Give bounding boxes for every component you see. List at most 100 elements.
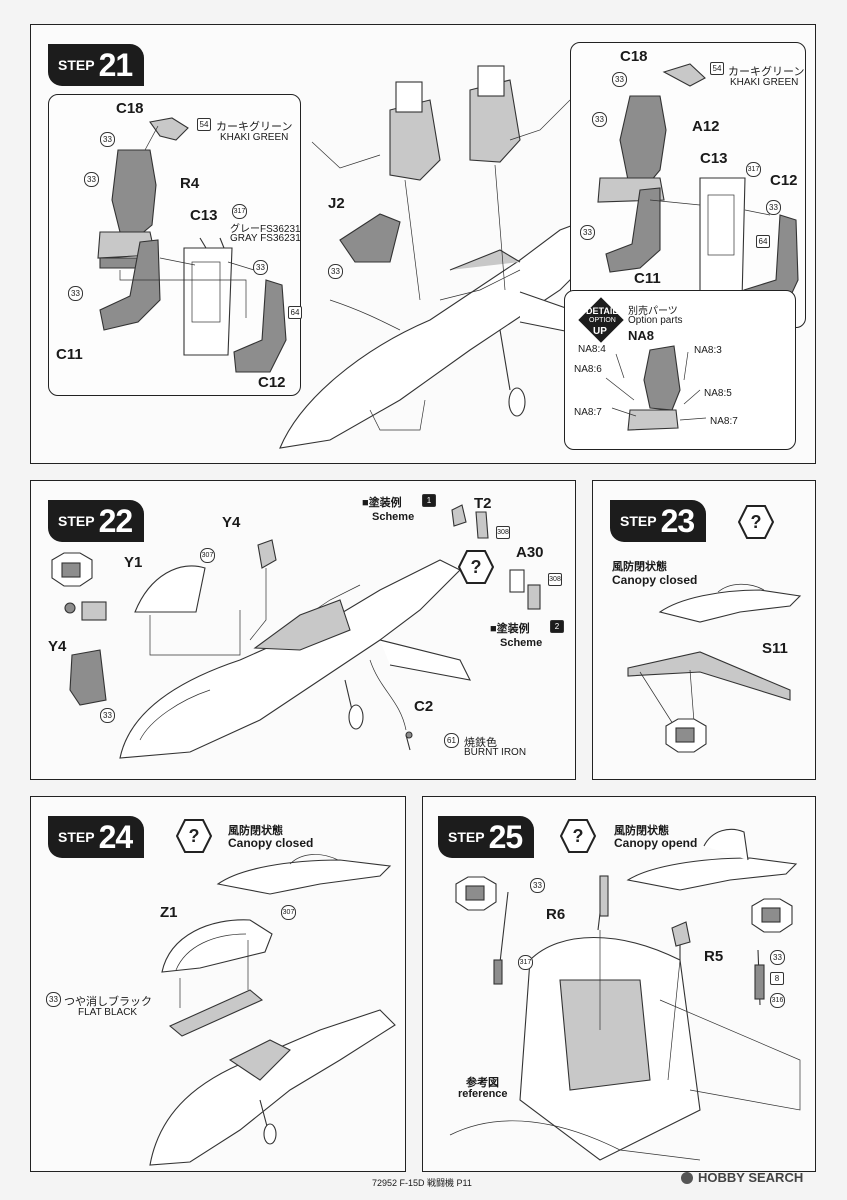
detail-badge-bottom: UP [593, 326, 607, 337]
paint-number: 64 [288, 306, 302, 319]
paint-number: 54 [197, 118, 211, 131]
label-c11: C11 [634, 270, 661, 287]
paint-number: 8 [770, 972, 784, 985]
paint-number: 33 [530, 878, 545, 893]
paint-number: 64 [756, 235, 770, 248]
paint-number: 33 [328, 264, 343, 279]
detail-badge-mid: OPTION [589, 317, 616, 324]
step-word: STEP [58, 57, 95, 73]
watermark-text: HOBBY SEARCH [698, 1170, 804, 1185]
state-jp: 風防閉状態 [228, 825, 283, 837]
paint-number: 307 [200, 548, 215, 563]
label-c18: C18 [620, 48, 648, 65]
paint-number: 33 [766, 200, 781, 215]
paint-number: 317 [746, 162, 761, 177]
hobby-search-logo-icon [681, 1171, 693, 1184]
paint-number: 33 [68, 286, 83, 301]
state-jp: 風防閉状態 [612, 561, 667, 573]
svg-text:?: ? [751, 512, 762, 532]
label-c13: C13 [700, 150, 728, 167]
label-c2: C2 [414, 698, 434, 715]
scheme2-jp: ■塗装例 [490, 623, 530, 635]
detail-up-icon [578, 297, 624, 343]
label-c18: C18 [116, 100, 144, 117]
svg-text:?: ? [471, 557, 482, 577]
label-a30: A30 [516, 544, 544, 561]
reverse-hex-icon: ? [458, 550, 494, 584]
paint-number: 316 [770, 993, 785, 1008]
state-en: Canopy closed [612, 573, 698, 587]
paint-jp: グレーFS36231 [230, 224, 301, 235]
option-parts-en: Option parts [628, 315, 683, 326]
paint-en: KHAKI GREEN [730, 77, 799, 88]
step23-badge: STEP 23 [610, 500, 707, 542]
paint-number: 317 [232, 204, 247, 219]
paint-jp: カーキグリーン [728, 66, 805, 78]
paint-number: 308 [548, 573, 562, 586]
reverse-hex-icon: ? [560, 819, 596, 853]
label-s11: S11 [762, 640, 788, 657]
step22-badge: STEP 22 [48, 500, 145, 542]
scheme1-jp: ■塗装例 [362, 497, 402, 509]
label-y4: Y4 [48, 638, 67, 655]
watermark-logo: HOBBY SEARCH [680, 1170, 803, 1185]
na8-6: NA8:6 [574, 364, 602, 375]
page-footer: 72952 F-15D 戦闘機 P11 [372, 1178, 472, 1188]
paint-jp: つや消しブラック [64, 996, 152, 1008]
state-en: Canopy opend [614, 836, 698, 850]
na8-3: NA8:3 [694, 345, 722, 356]
step-number: 25 [488, 818, 524, 855]
step24-badge: STEP 24 [48, 816, 145, 858]
step-number: 23 [660, 502, 696, 539]
label-a12: A12 [692, 118, 720, 135]
label-r5: R5 [704, 948, 724, 965]
label-r4: R4 [180, 175, 200, 192]
label-y4-top: Y4 [222, 514, 241, 531]
paint-en: GRAY FS36231 [230, 233, 301, 244]
paint-number: 308 [496, 526, 510, 539]
label-na8: NA8 [628, 328, 655, 343]
scheme1-number: 1 [422, 494, 436, 507]
svg-text:?: ? [189, 826, 200, 846]
reverse-hex-icon: ? [738, 505, 774, 539]
label-y1: Y1 [124, 554, 143, 571]
paint-number: 33 [770, 950, 785, 965]
detail-badge-top: DETAIL [586, 306, 618, 316]
step-word: STEP [58, 829, 95, 845]
paint-number: 54 [710, 62, 724, 75]
step-word: STEP [620, 513, 657, 529]
label-c12: C12 [770, 172, 798, 189]
step-number: 22 [98, 502, 134, 539]
reference-jp: 参考図 [466, 1077, 499, 1089]
label-j2: J2 [328, 195, 345, 212]
paint-number: 33 [100, 708, 115, 723]
scheme2-number: 2 [550, 620, 564, 633]
paint-jp: カーキグリーン [216, 121, 293, 133]
paint-number: 33 [592, 112, 607, 127]
svg-text:?: ? [573, 826, 584, 846]
step-word: STEP [58, 513, 95, 529]
label-t2: T2 [474, 495, 492, 512]
paint-number: 33 [612, 72, 627, 87]
step-word: STEP [448, 829, 485, 845]
paint-en: KHAKI GREEN [220, 132, 289, 143]
paint-number: 33 [84, 172, 99, 187]
label-c12: C12 [258, 374, 286, 391]
option-parts-jp: 別売パーツ [628, 306, 678, 317]
paint-en: BURNT IRON [464, 747, 527, 758]
paint-number: 33 [46, 992, 61, 1007]
na8-7b: NA8:7 [710, 416, 738, 427]
paint-number: 307 [281, 905, 296, 920]
scheme2-en: Scheme [500, 637, 543, 649]
label-c11: C11 [56, 346, 83, 363]
step21-badge: STEP 21 [48, 44, 145, 86]
label-z1: Z1 [160, 904, 178, 921]
na8-5: NA8:5 [704, 388, 732, 399]
reverse-hex-icon: ? [176, 819, 212, 853]
paint-en: FLAT BLACK [78, 1007, 138, 1018]
